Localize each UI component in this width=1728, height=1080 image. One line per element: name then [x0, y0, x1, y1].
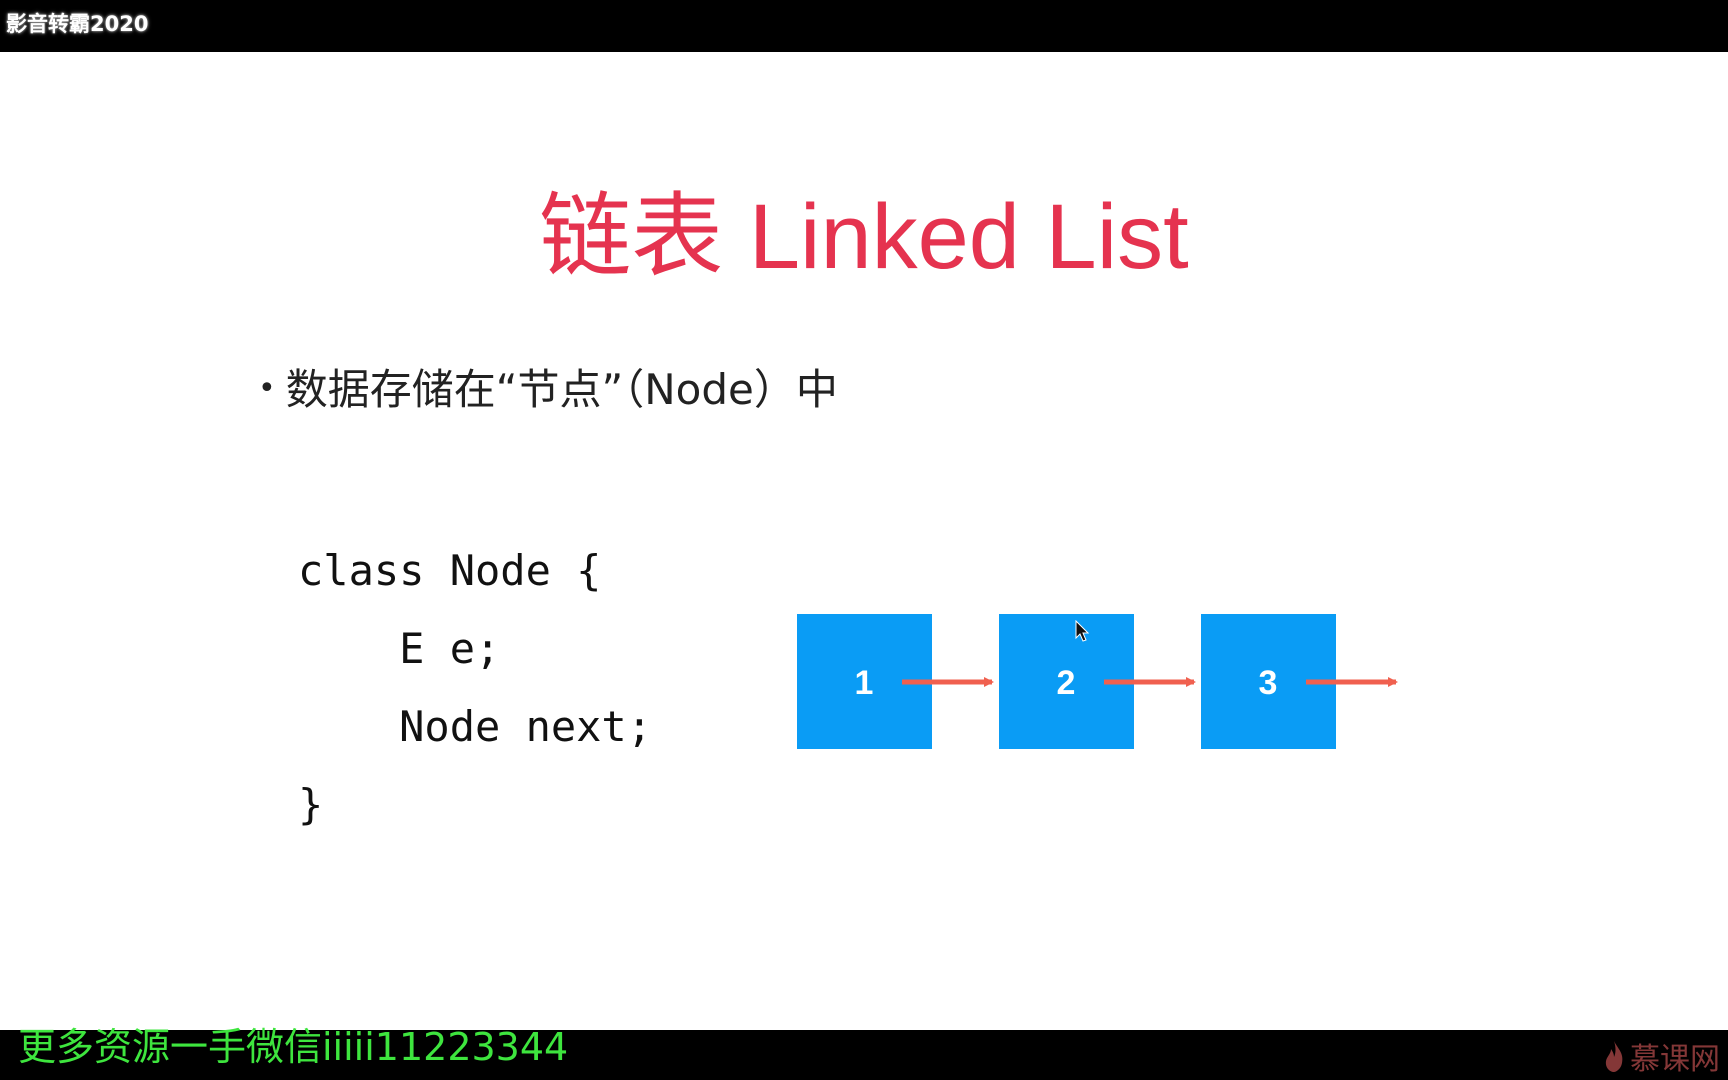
brand-logo: 慕课网: [1602, 1036, 1720, 1077]
watermark-text: 更多资源一手微信iiiii11223344: [18, 1025, 569, 1069]
node-label: 2: [1057, 664, 1076, 702]
mouse-cursor-icon: [1075, 620, 1089, 642]
code-line: class Node {: [298, 546, 602, 595]
app-watermark-label: 影音转霸2020: [6, 12, 149, 36]
brand-name: 慕课网: [1630, 1042, 1720, 1077]
code-line: }: [298, 780, 324, 829]
bullet-text: 数据存储在“节点”（Node）中: [285, 365, 838, 414]
code-line: Node next;: [298, 702, 653, 751]
top-bar: 影音转霸2020: [0, 0, 1728, 52]
slide-title: 链表 Linked List: [539, 186, 1189, 288]
bottom-bar: [0, 1030, 1728, 1080]
bullet-item: • 数据存储在“节点”（Node）中: [258, 356, 838, 417]
flame-icon: [1605, 1041, 1623, 1072]
code-line: E e;: [298, 624, 501, 673]
code-block: class Node { E e; Node next; }: [298, 532, 652, 844]
node-label: 3: [1259, 664, 1278, 702]
presentation-slide: 链表 Linked List • 数据存储在“节点”（Node）中 class N…: [0, 52, 1728, 1030]
node-label: 1: [855, 664, 874, 702]
linked-list-diagram: 1 2 3: [797, 614, 1398, 749]
bullet-dot-icon: •: [258, 371, 276, 406]
